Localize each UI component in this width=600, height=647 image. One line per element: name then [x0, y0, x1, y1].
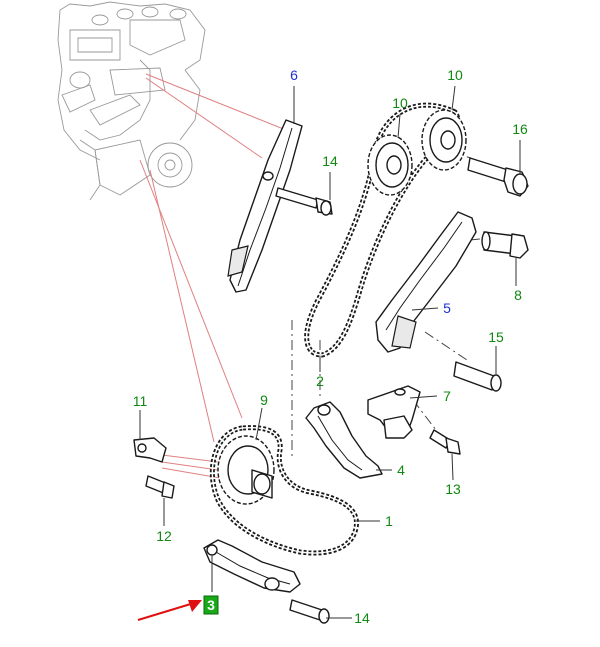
engine-overview-sketch — [57, 1, 206, 201]
lower-timing-chain — [209, 425, 359, 556]
camshaft-sprocket-left — [367, 134, 413, 196]
callout-5[interactable]: 5 — [443, 300, 451, 316]
tensioner-bracket — [367, 385, 421, 439]
callout-6[interactable]: 6 — [290, 67, 298, 83]
camshaft-sprocket-right — [421, 109, 467, 171]
callout-4[interactable]: 4 — [397, 462, 405, 478]
callout-1[interactable]: 1 — [385, 513, 393, 529]
bolt-lower — [289, 599, 330, 624]
callout-10-left[interactable]: 10 — [392, 95, 408, 111]
bolt-upper — [275, 187, 333, 216]
sensor-bolt — [145, 475, 175, 499]
callout-3-selected[interactable]: 3 — [207, 597, 215, 613]
callout-10-right[interactable]: 10 — [447, 67, 463, 83]
callout-15[interactable]: 15 — [488, 329, 504, 345]
callout-9[interactable]: 9 — [260, 392, 268, 408]
callout-8[interactable]: 8 — [514, 287, 522, 303]
selected-part-callout[interactable]: 3 — [203, 595, 219, 615]
callout-14-lower[interactable]: 14 — [354, 610, 370, 626]
callout-2[interactable]: 2 — [316, 373, 324, 389]
callout-7[interactable]: 7 — [443, 388, 451, 404]
lower-chain-guide — [203, 539, 301, 593]
callout-11[interactable]: 11 — [133, 393, 148, 409]
leader-lines — [139, 85, 521, 619]
callout-labels: 6 14 10 10 16 8 5 15 2 7 9 4 13 11 12 1 … — [133, 67, 528, 626]
tensioner-guide — [375, 211, 477, 353]
red-arrow-icon — [137, 600, 202, 621]
chain-tensioner — [481, 231, 529, 259]
callout-12[interactable]: 12 — [156, 528, 172, 544]
crankshaft-sprocket — [217, 435, 275, 505]
sensor — [133, 437, 167, 463]
guide-pin — [453, 361, 502, 392]
callout-14-upper[interactable]: 14 — [322, 153, 338, 169]
reference-lines — [139, 73, 287, 479]
callout-13[interactable]: 13 — [445, 481, 461, 497]
lower-tensioner-arm — [305, 401, 383, 479]
bracket-bolt — [429, 429, 461, 455]
callout-16[interactable]: 16 — [512, 121, 528, 137]
upper-chain-guide — [227, 119, 303, 293]
sprocket-bolt — [467, 157, 529, 197]
